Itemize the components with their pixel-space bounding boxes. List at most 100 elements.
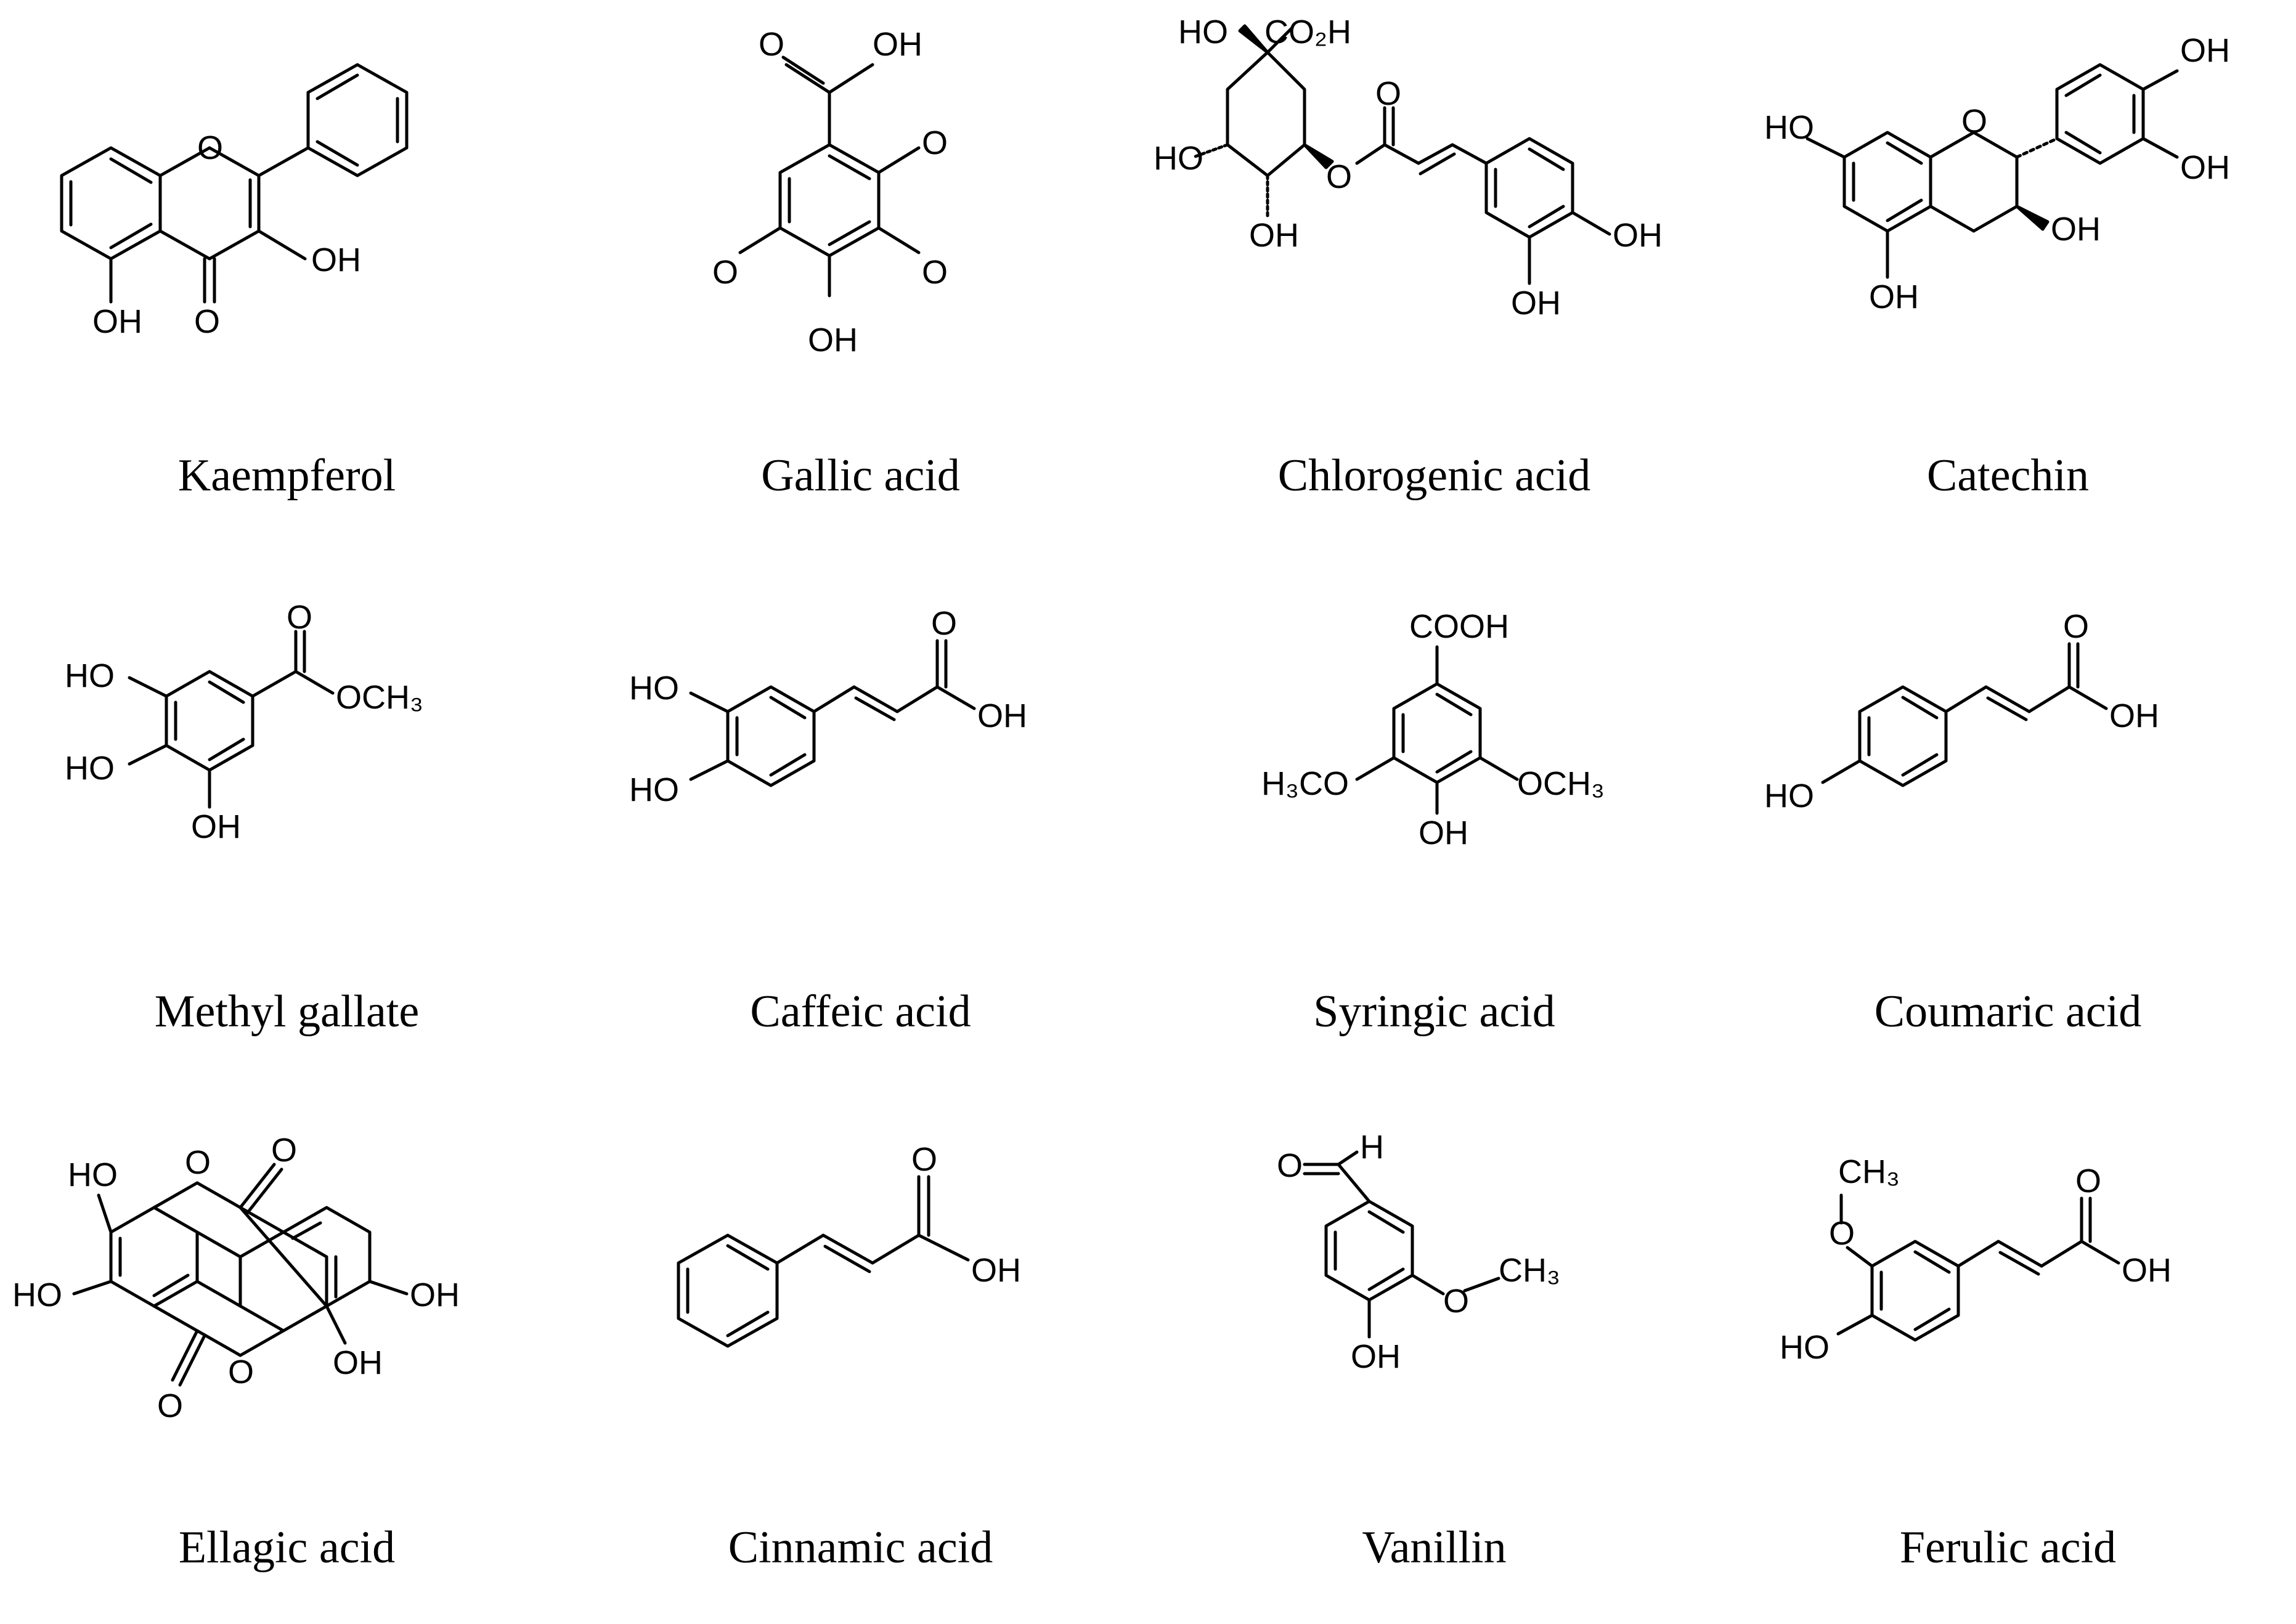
atom-ho: HO [12, 1277, 62, 1313]
compound-name: Ferulic acid [1899, 1522, 2117, 1573]
atom-oh: OH [2180, 149, 2230, 186]
atom-oh: OH [92, 303, 142, 340]
compound-cell-catechin: HO O OH OH OH OH Catechin [1721, 0, 2295, 536]
cinnamic-acid-structure: O OH [574, 1072, 1147, 1503]
vanillin-structure: O H O CH₃ OH [1147, 1072, 1721, 1503]
atom-o: O [1961, 103, 1987, 140]
gallic-acid-diagram: O OH O O O OH [712, 26, 948, 359]
chlorogenic-acid-structure: HO CO₂H HO OH O O OH OH [1147, 0, 1721, 431]
atom-oh: OH [1351, 1338, 1401, 1375]
atom-oh: OH [333, 1344, 383, 1381]
atom-oh: OH [1613, 217, 1663, 254]
atom-ho: HO [65, 657, 115, 694]
cinnamic-acid-diagram: O OH [677, 1141, 1021, 1348]
coumaric-acid-diagram: O OH HO [1764, 608, 2159, 814]
atom-o: O [931, 605, 957, 642]
atom-o: O [185, 1144, 211, 1181]
catechin-structure: HO O OH OH OH OH [1721, 0, 2295, 431]
atom-o: O [911, 1141, 937, 1178]
syringic-acid-diagram: COOH H₃CO OCH₃ OH [1261, 608, 1605, 851]
compound-name: Vanillin [1362, 1522, 1507, 1573]
coumaric-acid-structure: O OH HO [1721, 536, 2295, 967]
compound-name: Coumaric acid [1874, 986, 2142, 1037]
compound-cell-methyl-gallate: O OCH₃ HO HO OH Methyl gallate [0, 536, 574, 1072]
atom-ho: HO [629, 670, 679, 707]
ferulic-acid-diagram: O CH₃ HO O OH [1780, 1153, 2172, 1366]
gallic-acid-structure: O OH O O O OH [574, 0, 1147, 431]
atom-o: O [1375, 75, 1401, 112]
atom-h: H [1360, 1129, 1384, 1166]
compound-name: Ellagic acid [178, 1522, 396, 1573]
compound-name: Cinnamic acid [728, 1522, 993, 1573]
atom-oh: OH [410, 1277, 460, 1313]
atom-och3: OCH₃ [1517, 765, 1605, 802]
compound-cell-kaempferol: O O OH OH Kaempferol [0, 0, 574, 536]
kaempferol-diagram: O O OH OH [60, 63, 409, 340]
atom-ch3: CH₃ [1499, 1252, 1560, 1289]
compound-name: Syringic acid [1313, 986, 1555, 1037]
chlorogenic-acid-diagram: HO CO₂H HO OH O O OH OH [1154, 14, 1663, 322]
atom-h3co: H₃CO [1261, 765, 1349, 802]
atom-o: O [922, 254, 948, 291]
atom-ho: HO [1764, 777, 1814, 814]
atom-o: O [1277, 1147, 1303, 1184]
compound-name: Kaempferol [177, 450, 396, 501]
atom-oh: OH [1869, 278, 1919, 315]
kaempferol-structure: O O OH OH [0, 0, 574, 431]
ellagic-acid-structure: O O O O HO HO OH OH [0, 1072, 574, 1503]
atom-ho: HO [1154, 140, 1203, 177]
compound-cell-ellagic-acid: O O O O HO HO OH OH Ellagic acid [0, 1072, 574, 1608]
caffeic-acid-structure: O OH HO HO [574, 536, 1147, 967]
atom-oh: OH [2109, 697, 2159, 734]
atom-o: O [287, 599, 312, 636]
ellagic-acid-diagram: O O O O HO HO OH OH [12, 1132, 460, 1424]
atom-oh: OH [2180, 32, 2230, 69]
atom-oh: OH [1511, 285, 1561, 322]
atom-o: O [194, 303, 220, 340]
caffeic-acid-diagram: O OH HO HO [629, 605, 1027, 808]
atom-oh: OH [977, 697, 1027, 734]
syringic-acid-structure: COOH H₃CO OCH₃ OH [1147, 536, 1721, 967]
atom-oh: OH [808, 322, 858, 359]
atom-oh: OH [1419, 814, 1468, 851]
atom-oh: OH [2051, 211, 2101, 248]
methyl-gallate-structure: O OCH₃ HO HO OH [0, 536, 574, 967]
atom-oh: OH [191, 808, 241, 845]
atom-ho: HO [1178, 14, 1228, 51]
atom-co2h: CO₂H [1264, 14, 1351, 51]
atom-o: O [197, 129, 223, 166]
catechin-diagram: HO O OH OH OH OH [1764, 32, 2230, 315]
methyl-gallate-diagram: O OCH₃ HO HO OH [65, 599, 423, 845]
compound-name: Chlorogenic acid [1277, 450, 1591, 501]
atom-ho: HO [68, 1156, 118, 1193]
atom-o: O [1829, 1215, 1855, 1252]
atom-cooh: COOH [1409, 608, 1509, 645]
compound-cell-syringic-acid: COOH H₃CO OCH₃ OH Syringic acid [1147, 536, 1721, 1072]
compound-cell-coumaric-acid: O OH HO Coumaric acid [1721, 536, 2295, 1072]
compound-cell-vanillin: O H O CH₃ OH Vanillin [1147, 1072, 1721, 1608]
atom-ho: HO [1764, 109, 1814, 146]
compound-cell-caffeic-acid: O OH HO HO Caffeic acid [574, 536, 1147, 1072]
atom-o: O [759, 26, 784, 63]
compound-name: Caffeic acid [750, 986, 971, 1037]
atom-ho: HO [629, 771, 679, 808]
atom-oh: OH [311, 242, 361, 278]
atom-och3: OCH₃ [336, 679, 423, 716]
atom-o: O [1443, 1283, 1469, 1320]
atom-oh: OH [1249, 217, 1299, 254]
atom-o: O [922, 124, 948, 161]
compound-cell-chlorogenic-acid: HO CO₂H HO OH O O OH OH Chlorogenic acid [1147, 0, 1721, 536]
atom-o: O [228, 1354, 254, 1391]
atom-ch3: CH₃ [1838, 1153, 1900, 1190]
atom-o: O [712, 254, 738, 291]
compound-cell-cinnamic-acid: O OH Cinnamic acid [574, 1072, 1147, 1608]
atom-oh: OH [2122, 1252, 2172, 1289]
atom-ho: HO [1780, 1329, 1830, 1366]
atom-o: O [2075, 1163, 2101, 1200]
atom-oh: OH [971, 1252, 1021, 1289]
compound-name: Methyl gallate [154, 986, 420, 1037]
atom-oh: OH [873, 26, 922, 63]
compound-name: Catechin [1926, 450, 2089, 501]
compound-name: Gallic acid [761, 450, 960, 501]
